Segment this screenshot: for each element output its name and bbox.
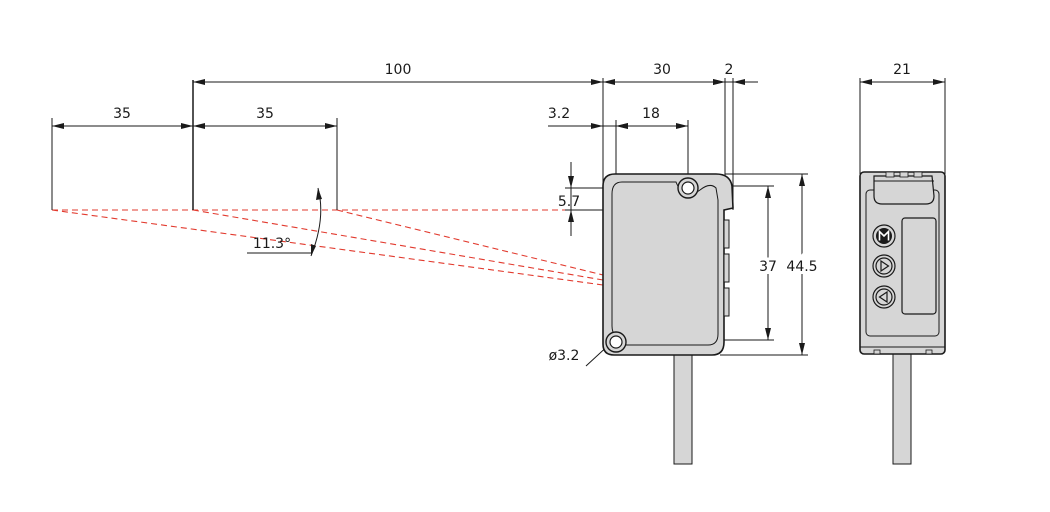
mode-button[interactable] [872, 224, 896, 248]
sensor-front-view: 21 [859, 62, 946, 465]
dim-rear-offset: 2 [725, 62, 734, 78]
sensor-inner-panel [611, 181, 719, 346]
dim-beam-height: 5.7 [558, 194, 580, 210]
up-button[interactable] [872, 254, 896, 278]
laser-beam-near [336, 209, 604, 276]
dim-body-depth: 30 [653, 62, 671, 78]
down-button[interactable] [872, 285, 896, 309]
dim-hole-diameter: ø3.2 [549, 348, 580, 364]
dim-emitter-offset: 3.2 [548, 106, 570, 122]
side-button-3 [723, 287, 730, 317]
dim-range-total: 100 [385, 62, 412, 78]
laser-beams [51, 209, 604, 286]
side-button-1 [723, 219, 730, 249]
cable-front [892, 349, 912, 465]
dim-range-far: 35 [256, 106, 274, 122]
laser-beam-far [51, 209, 604, 286]
triangle-right-icon [880, 259, 890, 273]
dim-body-width: 21 [893, 62, 911, 78]
range-dimensions: 35 35 100 [51, 62, 603, 210]
triangle-left-icon [878, 290, 888, 304]
dim-hole-offset: 18 [642, 106, 660, 122]
m-icon [878, 229, 890, 241]
sensor-side-view [602, 173, 734, 465]
dim-range-near: 35 [113, 106, 131, 122]
cable-side [673, 349, 693, 465]
side-button-2 [723, 253, 730, 283]
front-top-cap [873, 175, 935, 205]
display-window [901, 217, 937, 315]
body-dimensions: 30 2 3.2 18 5.7 37 4 [247, 62, 821, 367]
dim-beam-angle: 11.3° [253, 236, 291, 252]
dim-body-height: 44.5 [786, 259, 817, 275]
dim-hole-pitch: 37 [759, 259, 777, 275]
